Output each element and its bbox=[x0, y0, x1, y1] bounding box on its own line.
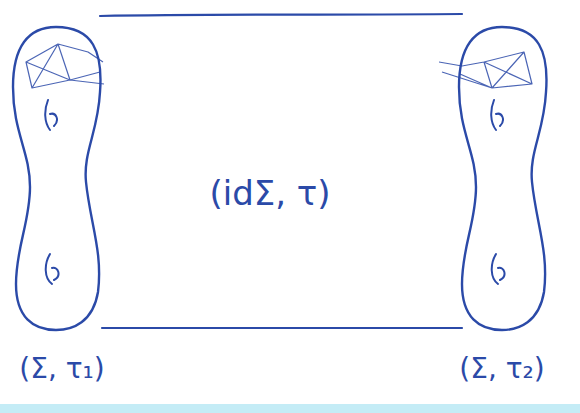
cobordism-outline bbox=[100, 14, 460, 330]
surface-left: (Σ, τ₁) bbox=[8, 22, 104, 334]
surface-label: (Σ, τ₂) bbox=[459, 354, 544, 385]
surface-right: (Σ, τ₂) bbox=[454, 22, 550, 334]
cobordism-label: (idΣ, τ) bbox=[209, 175, 330, 212]
surface-outline bbox=[454, 22, 550, 334]
surface-label: (Σ, τ₁) bbox=[19, 354, 104, 385]
cobordism-region: (idΣ, τ) bbox=[100, 14, 460, 330]
surface-outline bbox=[8, 22, 104, 334]
page-strip bbox=[0, 404, 580, 413]
